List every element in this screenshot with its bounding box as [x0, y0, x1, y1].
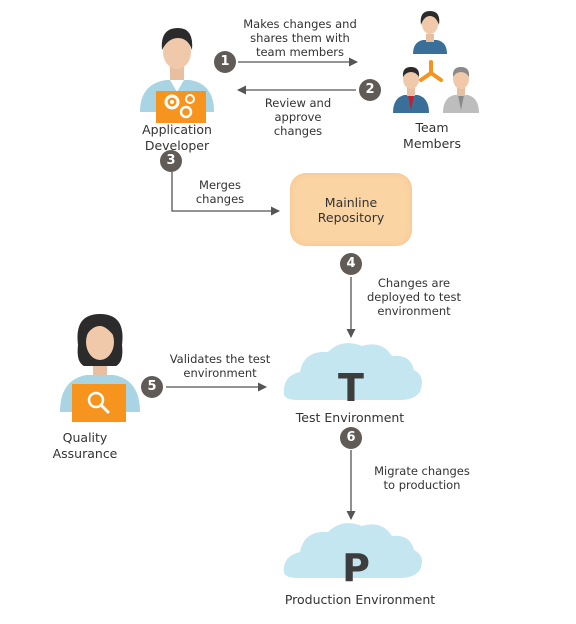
label-migrate-changes: Migrate changes to production: [374, 464, 470, 492]
label-makes-changes: Makes changes and shares them with team …: [243, 17, 357, 59]
developer-avatar-icon: [140, 28, 214, 123]
test-environment-letter: T: [338, 366, 364, 410]
label-merges-changes: Merges changes: [195, 178, 245, 206]
arrow-merge-changes: [171, 172, 280, 216]
quality-assurance-avatar-icon: [60, 314, 140, 422]
mainline-repository-label: Mainline Repository: [317, 195, 385, 225]
mainline-repository-box: Mainline Repository: [290, 173, 412, 246]
production-environment-cloud-icon: [283, 523, 422, 578]
production-environment-label: Production Environment: [284, 592, 436, 607]
step-3-badge: 3: [160, 150, 182, 172]
team-members-avatar-icon: [393, 11, 479, 113]
step-1-badge: 1: [214, 51, 236, 73]
quality-assurance-label: Quality Assurance: [52, 430, 118, 461]
test-environment-label: Test Environment: [295, 410, 405, 425]
team-members-label: Team Members: [403, 120, 461, 151]
label-review-approve: Review and approve changes: [264, 96, 332, 138]
label-validates-test: Validates the test environment: [169, 352, 271, 380]
test-environment-cloud-icon: [283, 343, 422, 400]
application-developer-label: Application Developer: [142, 122, 212, 153]
production-environment-letter: P: [342, 546, 370, 590]
label-changes-deployed: Changes are deployed to test environment: [366, 276, 462, 318]
step-2-badge: 2: [359, 79, 381, 101]
step-5-badge: 5: [141, 376, 163, 398]
step-6-badge: 6: [340, 427, 362, 449]
step-4-badge: 4: [340, 253, 362, 275]
